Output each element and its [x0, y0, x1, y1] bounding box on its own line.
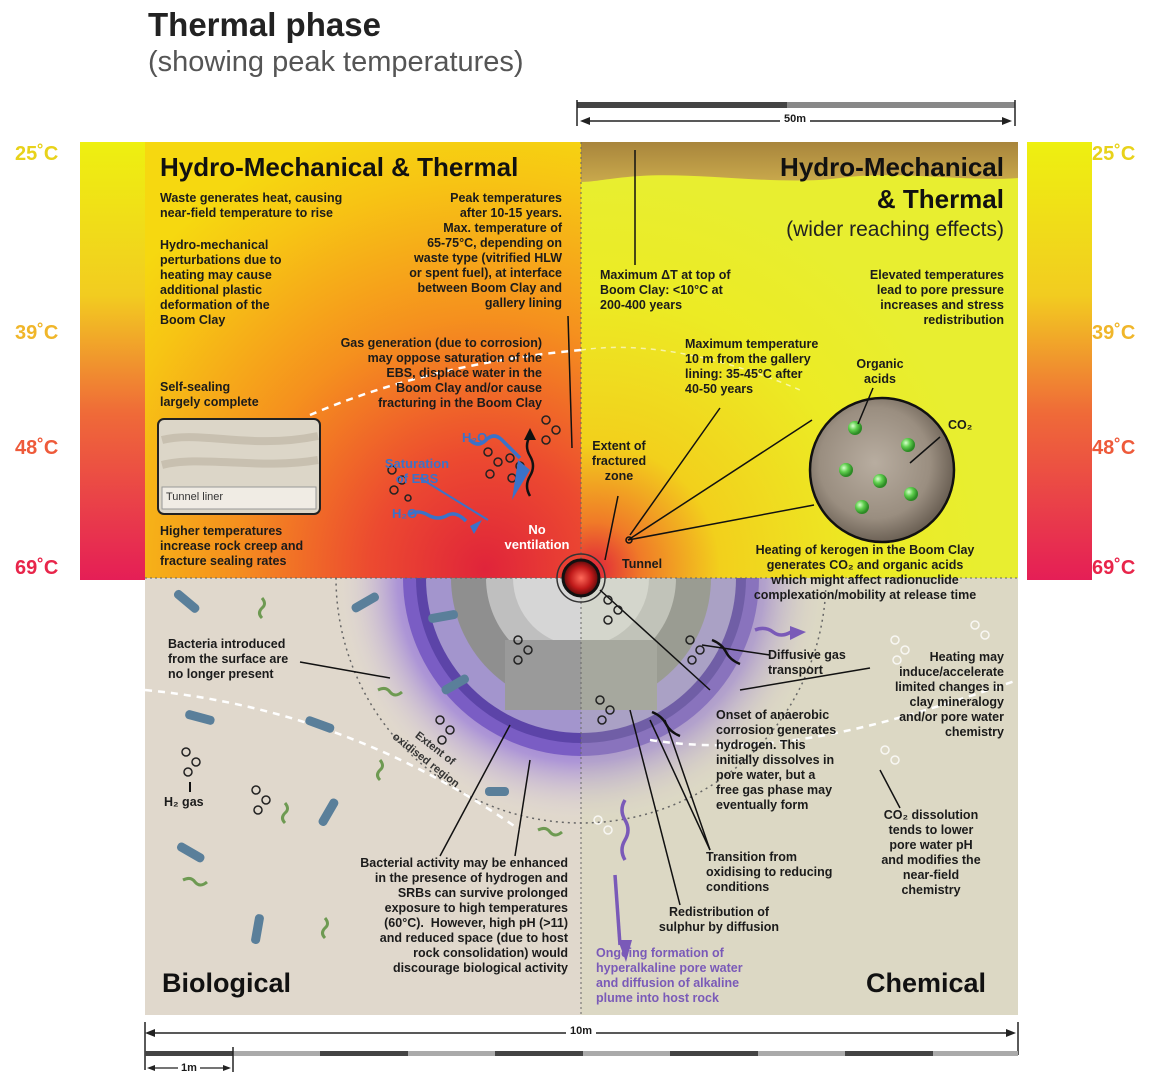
co2-label: CO₂ [948, 418, 973, 432]
organic-acid-dots [839, 421, 918, 514]
gas-bubbles [181, 415, 705, 815]
self-sealing-text: Self-sealing largely complete [160, 380, 259, 409]
temp-tick-48-left: 48˚C [15, 437, 59, 459]
gas-generation-text: Gas generation (due to corrosion) may op… [340, 336, 542, 410]
hydro-mech-text: Hydro-mechanical perturbations due to he… [160, 238, 282, 327]
quadrant-heading-bottom-right: Chemical [866, 968, 987, 998]
temp-tick-48-right: 48˚C [1092, 437, 1136, 459]
max-delta-t-text: Maximum ΔT at top of Boom Clay: <10°C at… [600, 268, 731, 312]
anaerobic-corrosion-text: Onset of anaerobic corrosion generates h… [716, 708, 837, 812]
redistribution-text: Redistribution of sulphur by diffusion [658, 905, 780, 934]
elevated-temps-text: Elevated temperatures lead to pore press… [869, 268, 1004, 327]
h2-gas-label: H₂ gas [164, 795, 204, 809]
max-temp-10m-text: Maximum temperature 10 m from the galler… [685, 337, 819, 396]
bacteria-surface-text: Bacteria introduced from the surface are… [168, 637, 289, 681]
no-ventilation-label: No ventilation [504, 522, 570, 552]
transition-text: Transition from oxidising to reducing co… [706, 850, 833, 894]
h2o-label-b: H₂O [392, 506, 418, 521]
temp-tick-39-right: 39˚C [1092, 322, 1136, 344]
hyperalkaline-text: Ongoing formation of hyperalkaline pore … [596, 946, 743, 1005]
saturation-ebs-label: Saturation of EBS [384, 456, 450, 486]
quadrant-heading-top-right-line1: Hydro-Mechanical [780, 152, 1004, 182]
bacteria-rods [173, 589, 509, 945]
higher-temps-text: Higher temperatures increase rock creep … [160, 524, 304, 568]
waste-heat-text: Waste generates heat, causing near-field… [160, 191, 343, 220]
temp-tick-39-left: 39˚C [15, 322, 59, 344]
bottom-scale-label: 10m [566, 1025, 597, 1037]
tunnel-label: Tunnel [622, 557, 663, 571]
temp-tick-25-right: 25˚C [1092, 143, 1136, 165]
inner-core [513, 578, 649, 646]
extent-fractured-label: Extent of fractured zone [591, 439, 647, 483]
temp-tick-69-right: 69˚C [1092, 557, 1136, 579]
temperature-bar-right [1027, 142, 1092, 580]
quadrant-heading-top-left: Hydro-Mechanical & Thermal [160, 152, 519, 182]
tunnel-icon [561, 558, 601, 598]
quadrant-heading-bottom-left: Biological [162, 968, 292, 998]
h2o-label-a: H₂O [462, 430, 488, 445]
organic-acids-label: Organic acids [856, 357, 904, 386]
page-subtitle: (showing peak temperatures) [148, 46, 524, 78]
heating-may-text: Heating may induce/accelerate limited ch… [894, 650, 1004, 739]
temp-tick-69-left: 69˚C [15, 557, 59, 579]
tunnel-liner-label: Tunnel liner [166, 491, 224, 503]
top-scale-label: 50m [780, 113, 811, 125]
page-title: Thermal phase [148, 6, 381, 43]
temperature-bar-left [80, 142, 145, 580]
soil-band [581, 142, 1018, 182]
peak-temperatures-text: Peak temperatures after 10-15 years. Max… [409, 191, 562, 310]
bottom-small-scale-label: 1m [178, 1062, 200, 1074]
diffusive-gas-text: Diffusive gas transport [768, 648, 846, 677]
quadrant-heading-top-right-line2: & Thermal [876, 184, 1004, 214]
pore-water-sphere [808, 396, 956, 544]
co2-dissolution-text: CO₂ dissolution tends to lower pore wate… [881, 808, 981, 897]
bacteria-squiggles [182, 597, 563, 940]
kerogen-text: Heating of kerogen in the Boom Clay gene… [753, 543, 977, 602]
bacterial-activity-text: Bacterial activity may be enhanced in th… [360, 856, 568, 975]
quadrant-subheading-top-right: (wider reaching effects) [786, 218, 1004, 241]
temp-tick-25-left: 25˚C [15, 143, 59, 165]
